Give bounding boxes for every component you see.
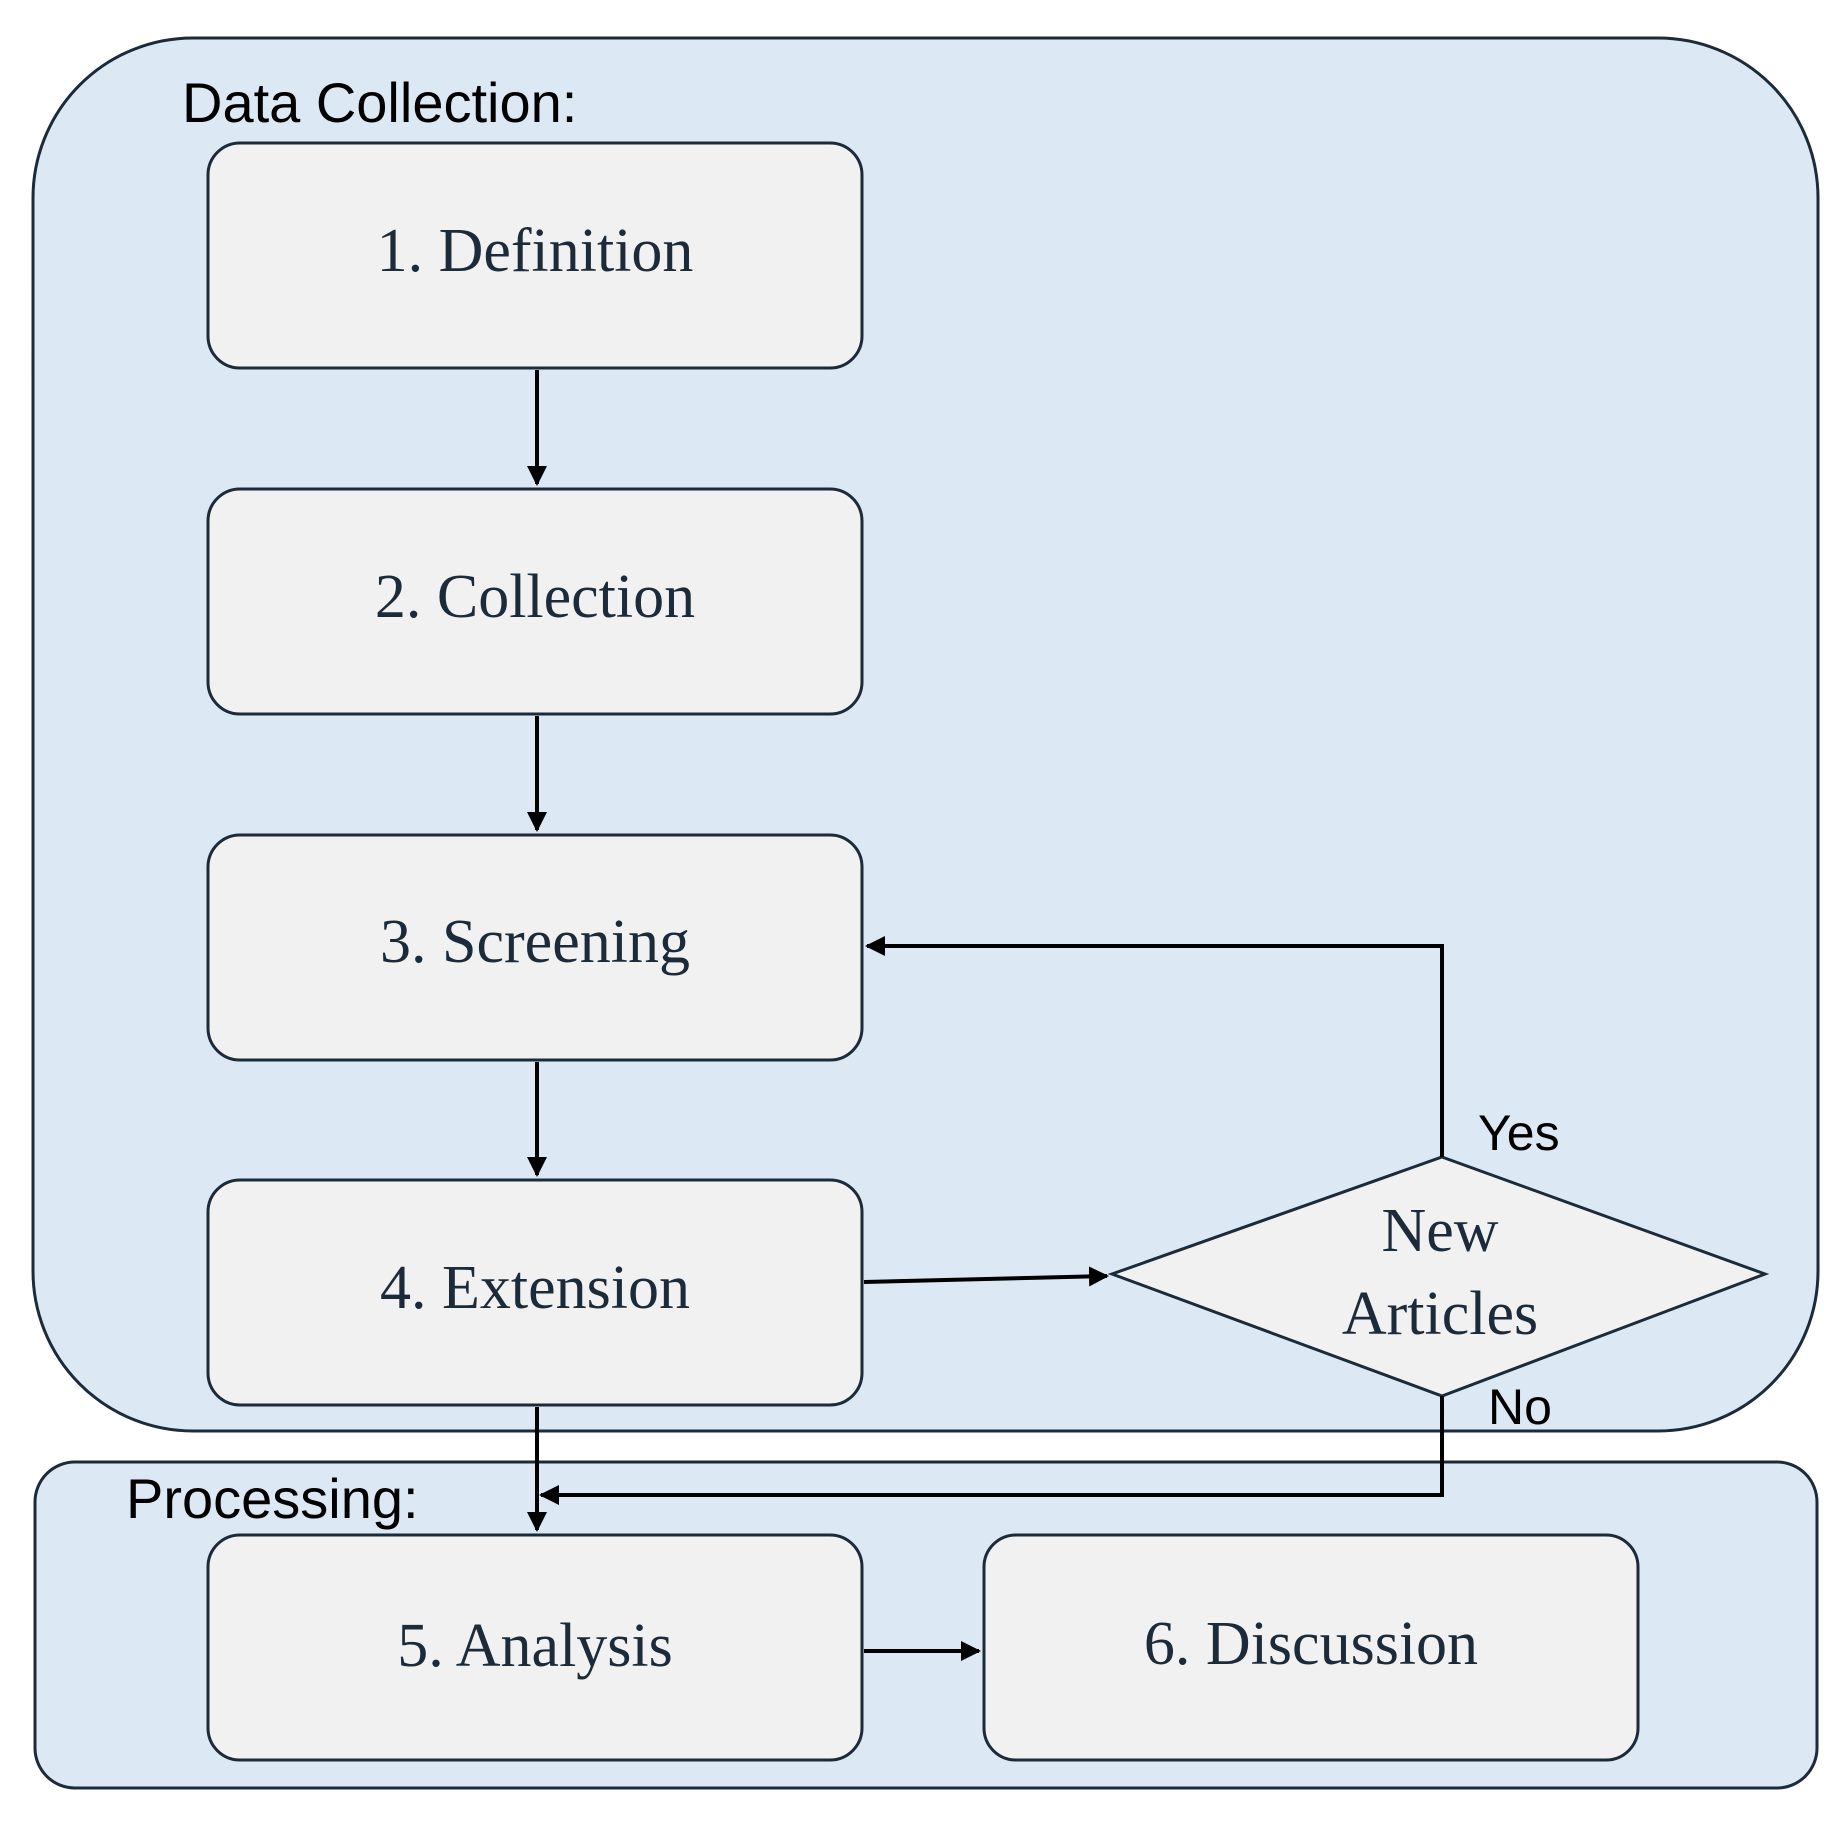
- step-discussion-label: 6. Discussion: [1144, 1610, 1478, 1678]
- no-branch-label: No: [1488, 1379, 1552, 1435]
- decision-label-line2: Articles: [1342, 1280, 1538, 1348]
- step-extension-label: 4. Extension: [380, 1254, 690, 1322]
- step-collection-box: [206, 487, 864, 716]
- arrow-extension-to-decision: [863, 1266, 1109, 1287]
- step-analysis-label: 5. Analysis: [397, 1612, 673, 1680]
- step-definition-label: 1. Definition: [377, 217, 694, 285]
- arrow-decision-no-to-analysis: [539, 1396, 1444, 1505]
- step-extension-box: [206, 1178, 864, 1407]
- processing-group-label: Processing:: [126, 1467, 419, 1530]
- arrow-decision-yes-to-screening: [865, 936, 1444, 1157]
- step-analysis-box: [206, 1533, 864, 1762]
- decision-label-line1: New: [1381, 1197, 1498, 1265]
- step-screening-box: [206, 833, 864, 1062]
- step-definition-box: [206, 141, 864, 370]
- step-screening-label: 3. Screening: [380, 908, 690, 976]
- step-discussion-box: [982, 1533, 1640, 1762]
- data-collection-group: [31, 36, 1820, 1433]
- step-collection-label: 2. Collection: [375, 563, 695, 631]
- data-collection-group-label: Data Collection:: [182, 71, 577, 134]
- yes-branch-label: Yes: [1478, 1105, 1560, 1161]
